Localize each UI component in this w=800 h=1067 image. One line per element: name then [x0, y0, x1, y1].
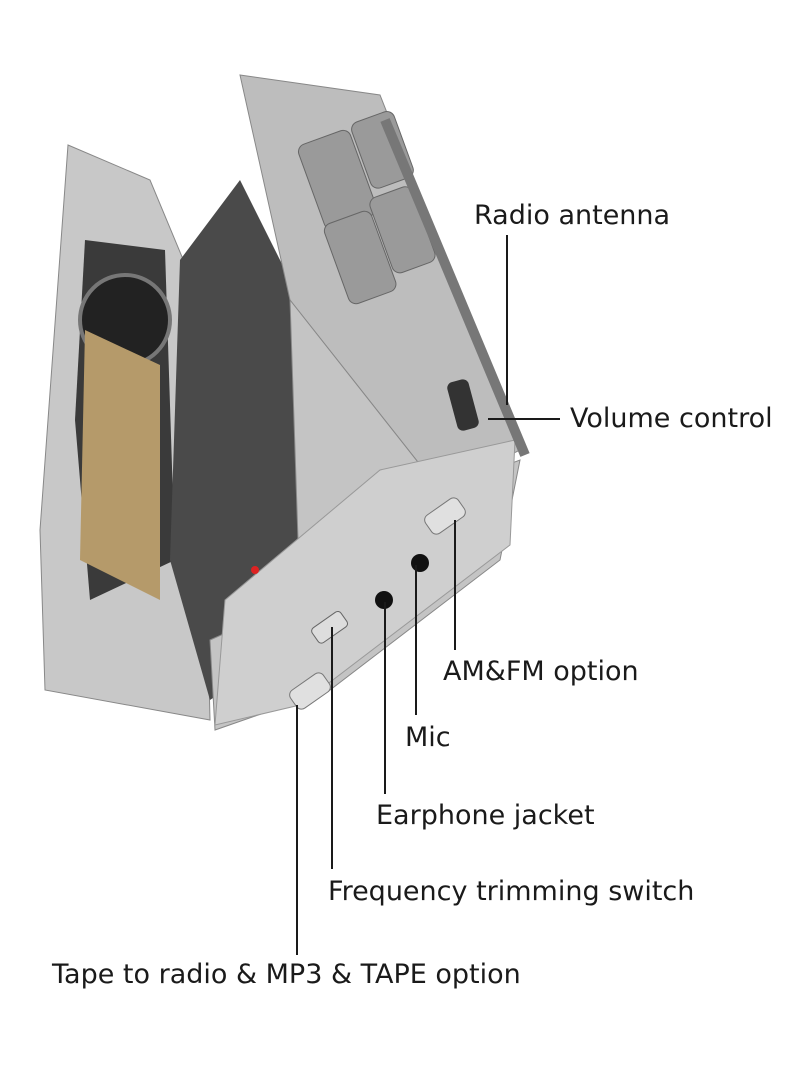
volume-wheel [447, 379, 479, 431]
mic-leader [415, 565, 417, 715]
label-radio-antenna: Radio antenna [474, 200, 671, 231]
earphone-leader [384, 602, 386, 794]
frequency-leader [331, 627, 333, 869]
earphone-jack [375, 591, 393, 609]
label-am-fm-option: AM&FM option [443, 656, 639, 687]
label-earphone-jacket: Earphone jacket [376, 800, 595, 831]
mode-switch [289, 672, 331, 710]
label-volume-control: Volume control [570, 403, 773, 434]
tape-option-leader [296, 705, 298, 955]
am-fm-leader [454, 520, 456, 650]
tuning-wheel [311, 610, 349, 644]
record-led [251, 566, 259, 574]
antenna [380, 118, 530, 457]
antenna-leader [506, 235, 508, 405]
label-plate [80, 330, 160, 600]
label-tape-option: Tape to radio & MP3 & TAPE option [52, 959, 521, 990]
volume-leader [488, 418, 560, 420]
label-mic: Mic [405, 722, 451, 753]
mic-jack [411, 554, 429, 572]
am-fm-switch [424, 497, 466, 535]
label-frequency-trimming-switch: Frequency trimming switch [328, 876, 695, 907]
control-buttons [297, 110, 436, 305]
